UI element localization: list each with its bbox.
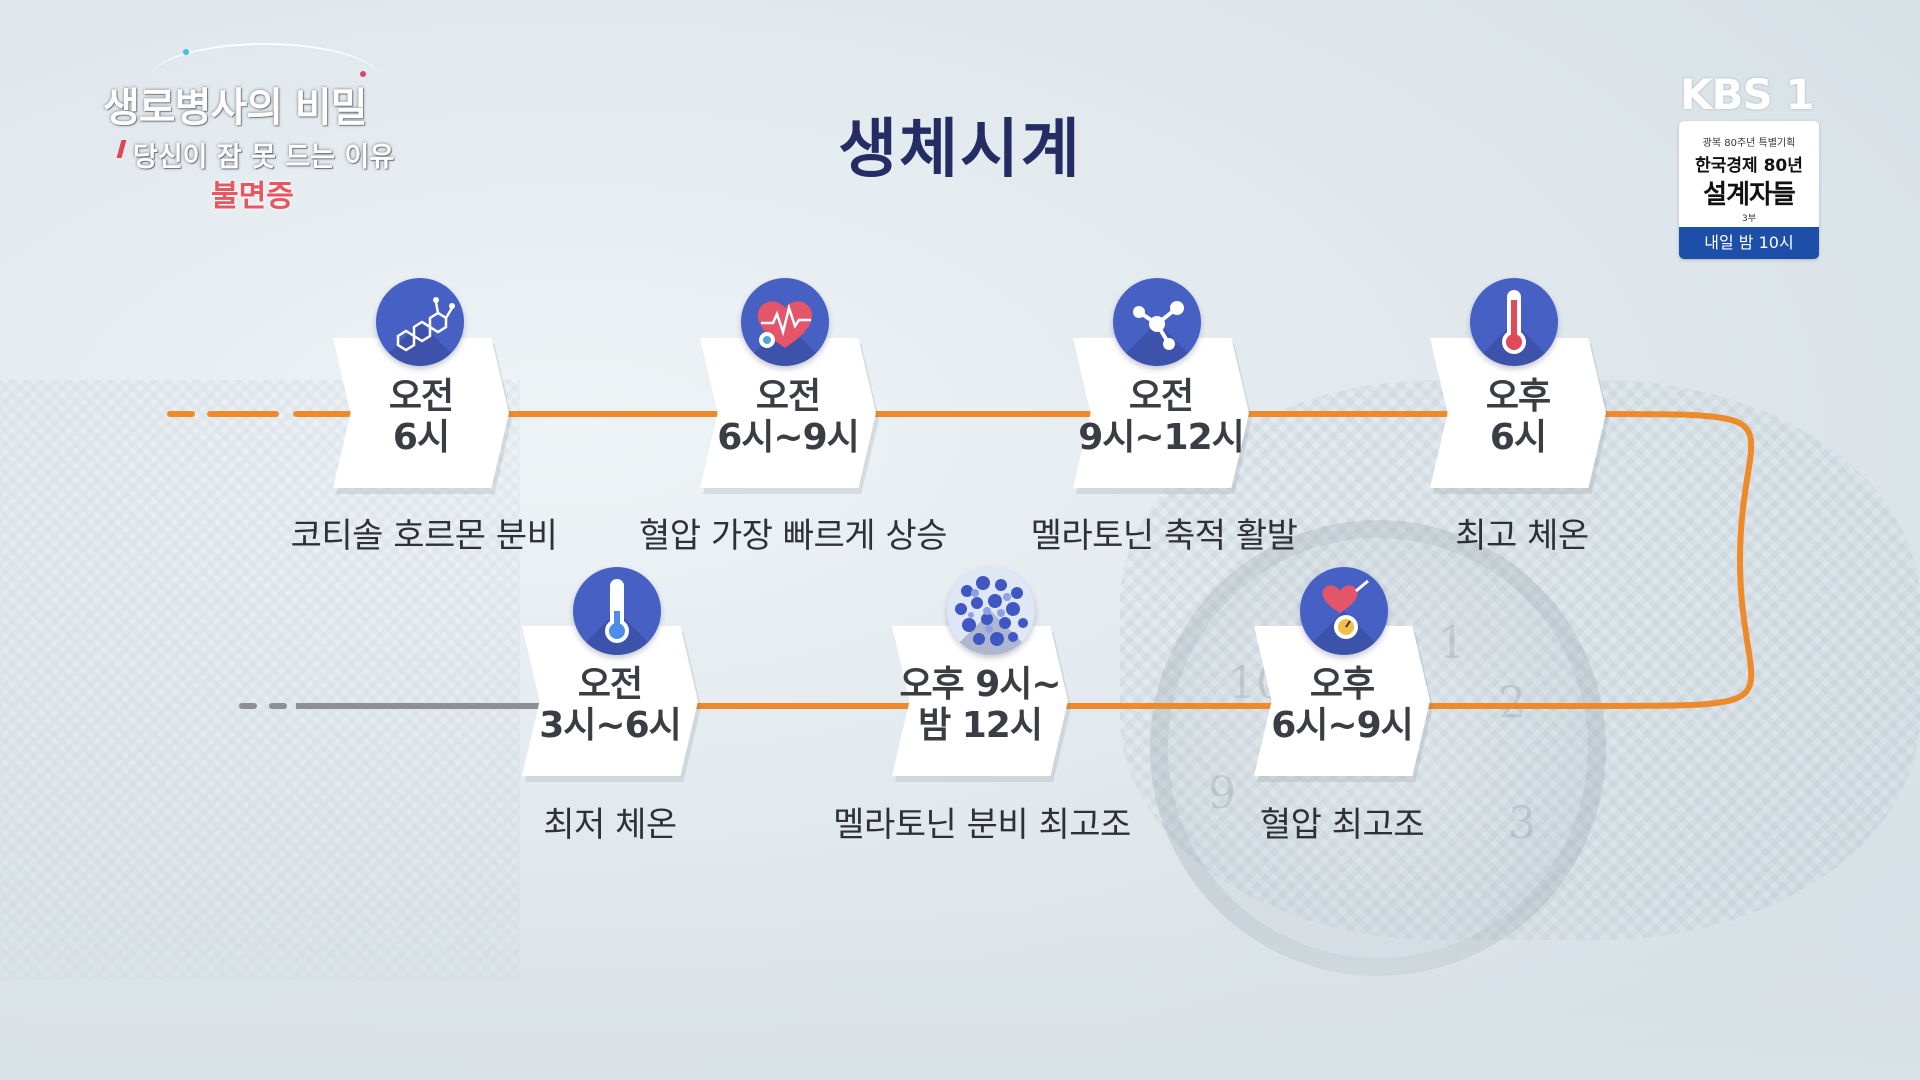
- thermometer-hot-icon: [1470, 278, 1558, 366]
- caption-5: 혈압 최고조: [1162, 797, 1522, 846]
- hormone-molecule-icon: [376, 278, 464, 366]
- molecule-icon: [1113, 278, 1201, 366]
- caption-1: 코티솔 호르몬 분비: [244, 508, 604, 557]
- cells-icon: [947, 567, 1035, 655]
- caption-7: 최저 체온: [430, 797, 790, 846]
- thermometer-cold-icon: [573, 567, 661, 655]
- caption-3: 멜라토닌 축적 활발: [984, 508, 1344, 557]
- caption-6: 멜라토닌 분비 최고조: [802, 797, 1162, 846]
- blood-pressure-icon: [1300, 567, 1388, 655]
- caption-4: 최고 체온: [1342, 508, 1702, 557]
- heart-pulse-icon: [741, 278, 829, 366]
- caption-2: 혈압 가장 빠르게 상승: [613, 508, 973, 557]
